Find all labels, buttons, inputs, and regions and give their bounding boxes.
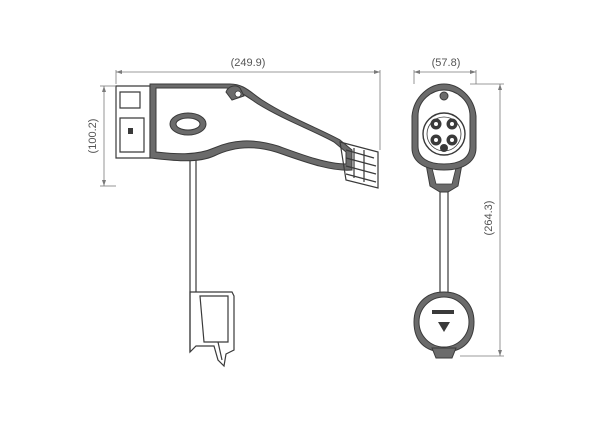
dim-head-width-label: (57.8) [432,57,461,69]
side-cap [189,291,235,368]
cap-warning-icon [438,322,450,332]
front-cap-tab [431,347,457,359]
side-cap-inner [199,295,229,343]
side-handle-face [155,87,347,165]
side-cap-tab [217,341,223,361]
dim-total-height-label: (264.3) [483,201,495,236]
side-nozzle-slot [119,91,141,109]
dim-overall-length-label: (249.9) [231,57,266,69]
release-button-inner [175,117,201,131]
cap-logo-icon [432,310,454,314]
dim-head-height: (100.2) [87,85,116,187]
side-strain-relief [339,141,379,189]
front-view: (57.8) (264.3) [411,57,504,359]
dim-total-height: (264.3) [460,83,504,357]
latch-dot [234,90,242,98]
dim-head-height-label: (100.2) [87,119,99,154]
side-nozzle-pin [128,128,133,134]
side-nozzle-front [115,85,151,159]
dim-overall-length: (249.9) [115,57,381,150]
side-view: (249.9) (100.2) [87,57,381,368]
side-nozzle-face [119,117,145,153]
dim-head-width: (57.8) [413,57,477,84]
pin-bottom-center-icon [440,144,448,152]
front-notch-icon [439,91,449,101]
